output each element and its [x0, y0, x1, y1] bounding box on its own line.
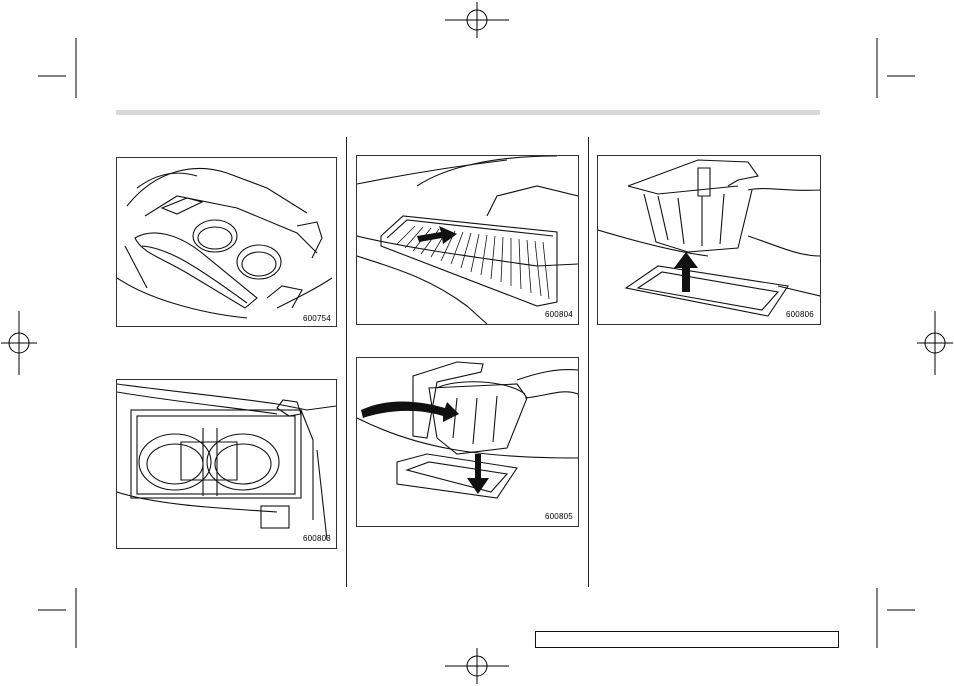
- footer-box: [535, 631, 839, 648]
- figure-insert-cupholder: 600805: [356, 357, 579, 527]
- figure-code: 600805: [545, 512, 573, 521]
- figure-console-cupholder: 600754: [116, 157, 337, 327]
- figure-remove-cupholder: 600806: [597, 155, 821, 325]
- figure-code: 600754: [303, 314, 331, 323]
- figure-code: 600803: [303, 534, 331, 543]
- header-bar: [116, 110, 820, 115]
- figure-rear-cupholder: 600803: [116, 379, 337, 549]
- column-divider-left: [346, 137, 347, 587]
- figure-sliding-cover: 600804: [356, 155, 579, 325]
- column-divider-right: [588, 137, 589, 587]
- figure-code: 600804: [545, 310, 573, 319]
- figure-code: 600806: [786, 310, 814, 319]
